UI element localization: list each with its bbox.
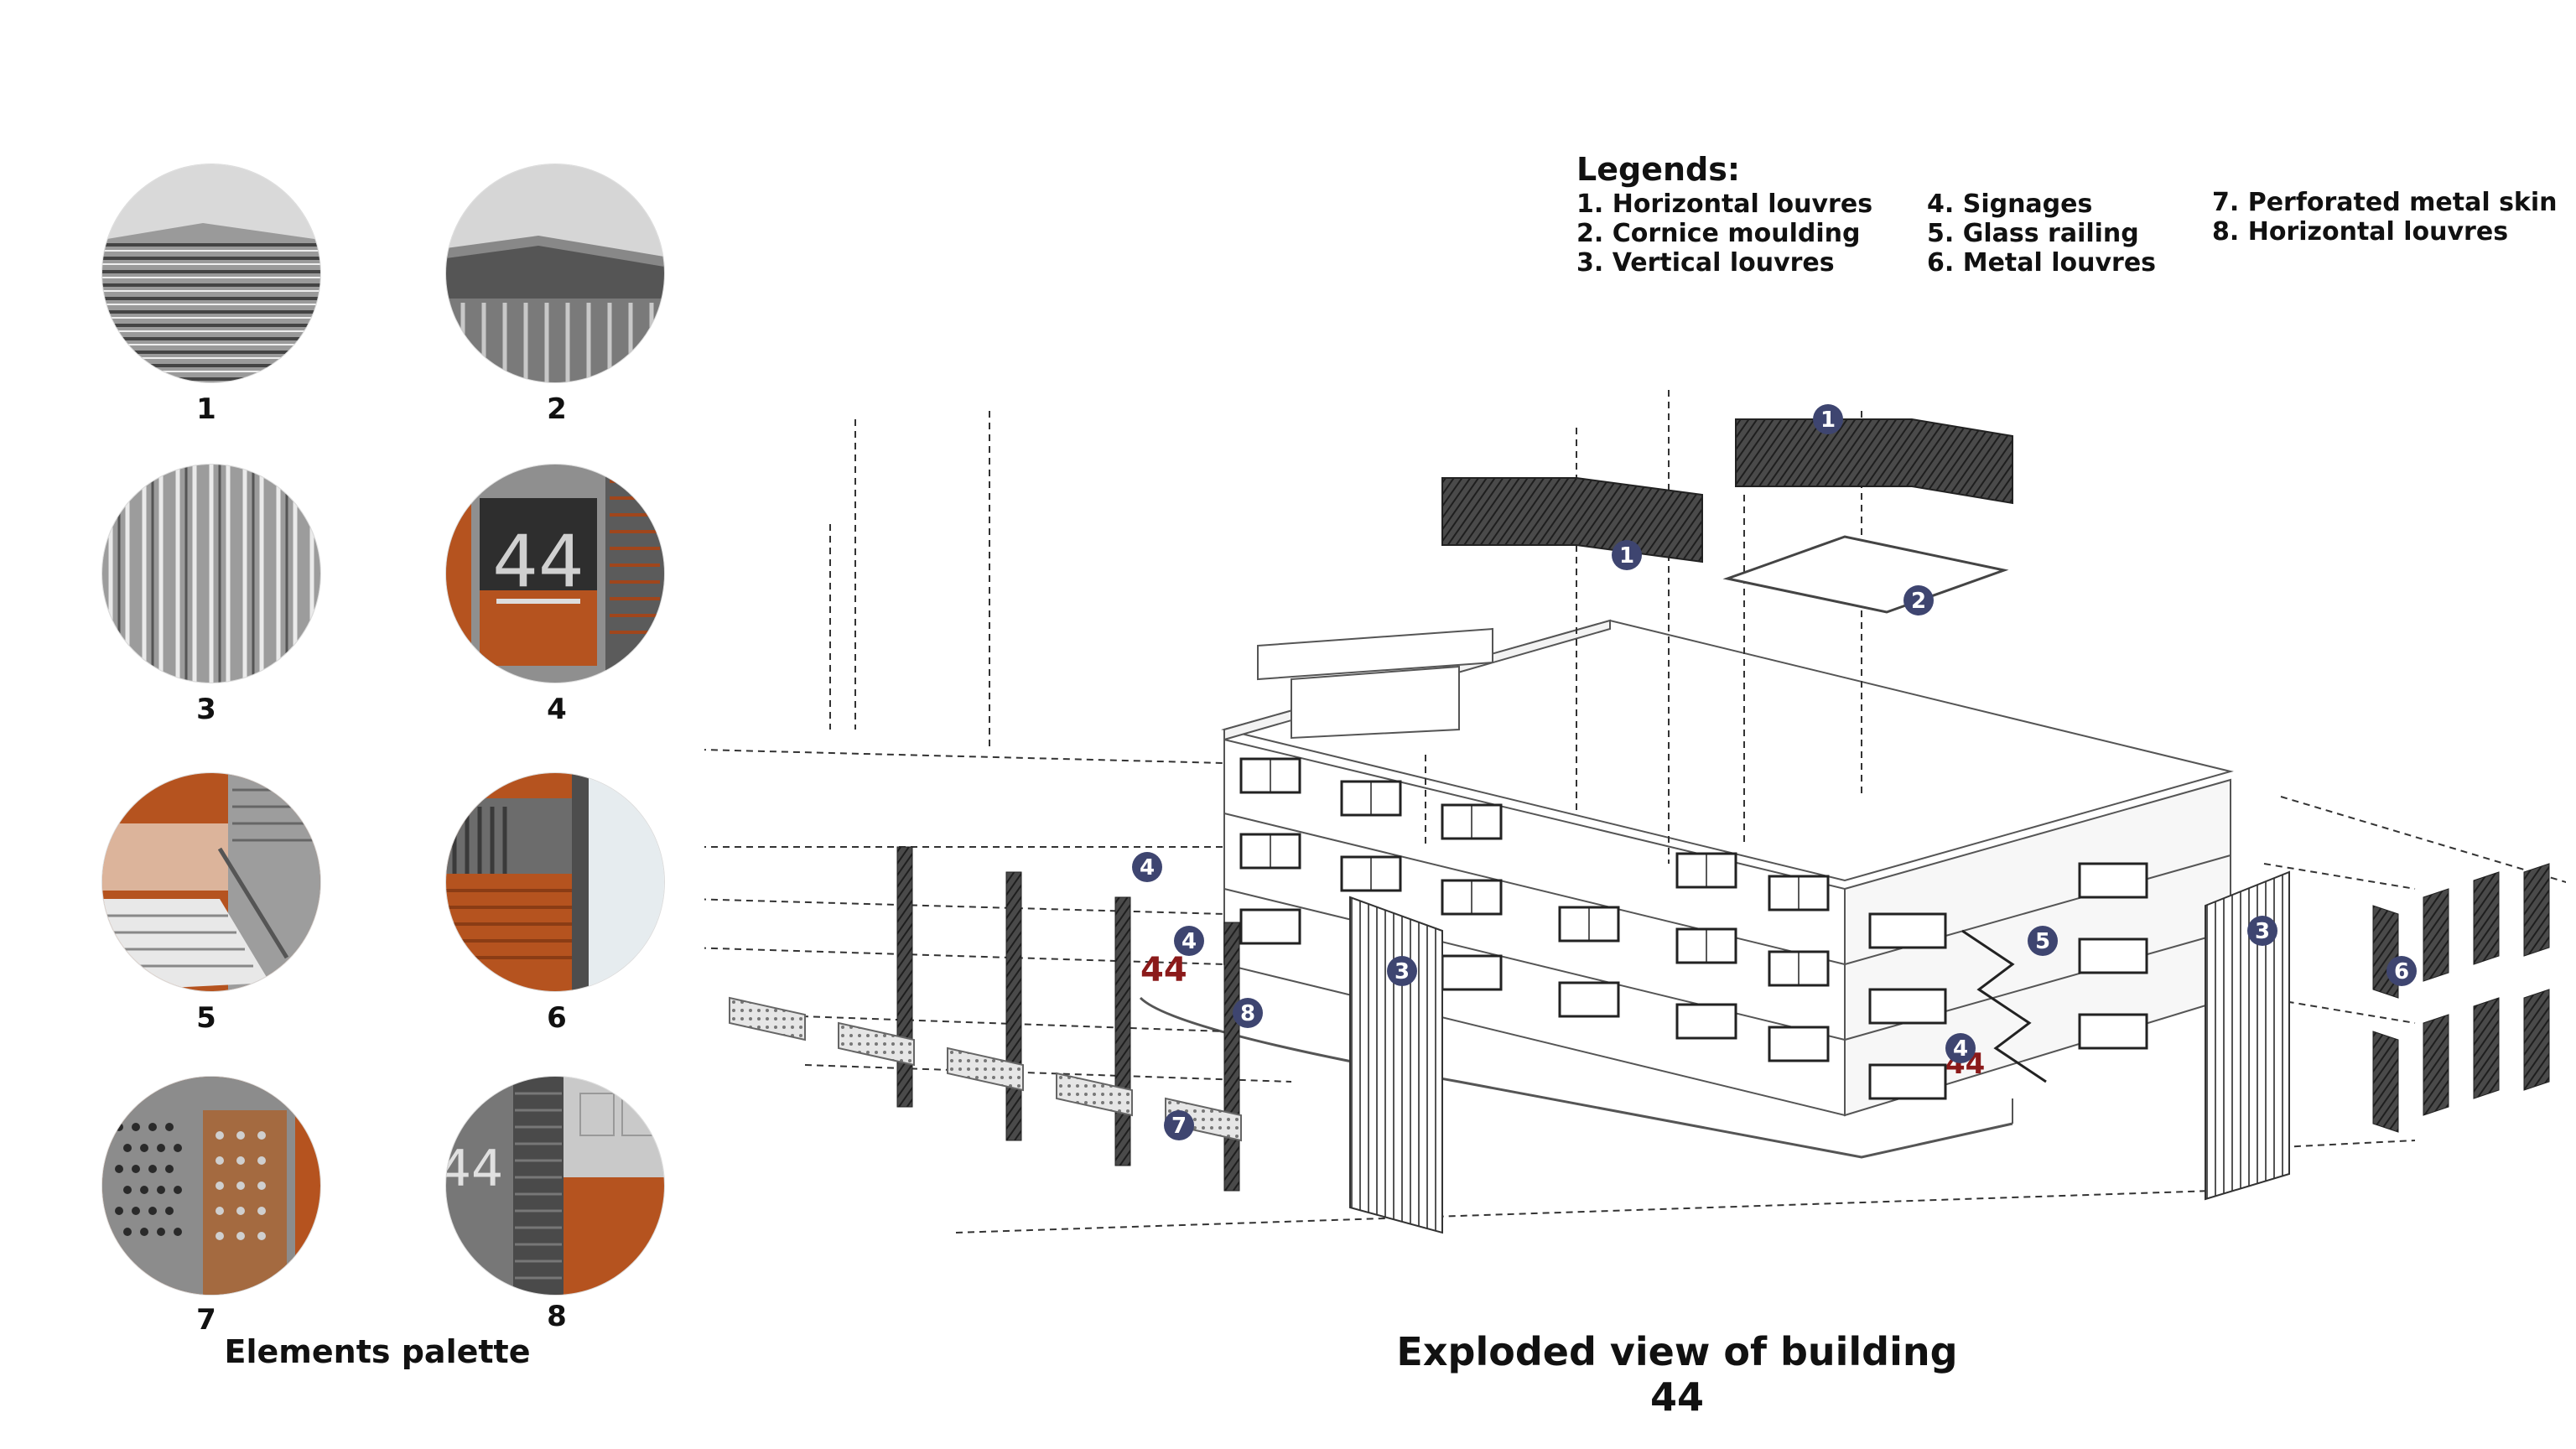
markers: 1 1 2 3 3 4 4 4 5 6 7 8 [1132, 404, 2417, 1140]
swatch-number-6: 6 [547, 1001, 567, 1035]
diagram-title: Exploded view of building 44 [1396, 1329, 1958, 1420]
exploded-building-diagram: 44 44 1 1 2 3 3 4 4 4 5 6 7 8 [704, 377, 2566, 1333]
legend-column-1: 1. Horizontal louvres 2. Cornice mouldin… [1576, 190, 1872, 278]
svg-text:3: 3 [2255, 919, 2270, 944]
building-main-block [1139, 619, 2234, 1159]
swatch-number-8: 8 [547, 1300, 567, 1333]
marker-4b: 4 [1174, 926, 1204, 956]
legend-item: 4. Signages [1927, 190, 2093, 219]
svg-text:2: 2 [1911, 589, 1926, 614]
legend-item: 6. Metal louvres [1927, 248, 2157, 278]
marker-6: 6 [2386, 956, 2417, 986]
marker-4c: 4 [1945, 1033, 1976, 1063]
svg-text:8: 8 [1240, 1001, 1255, 1026]
vertical-louvres-swatch [102, 465, 320, 683]
legend-item: 2. Cornice moulding [1576, 219, 1861, 248]
metal-louvres-panels [2372, 863, 2550, 1133]
svg-text:7: 7 [1171, 1114, 1187, 1139]
marker-7: 7 [1164, 1110, 1194, 1140]
signage-44-front: 44 [1140, 951, 1187, 989]
legend-title: Legends: [1576, 151, 1741, 188]
swatch-number-1: 1 [196, 392, 216, 426]
svg-text:6: 6 [2394, 959, 2409, 984]
vertical-louvres-panels [1349, 870, 2290, 1234]
signage-swatch: 44 [446, 465, 664, 683]
swatch-number-4: 4 [547, 693, 567, 726]
marker-2: 2 [1903, 585, 1934, 615]
swatch-sign-text: 44 [446, 1140, 503, 1198]
horizontal-louvres-swatch [102, 164, 320, 382]
legend-column-2: 4. Signages 5. Glass railing 6. Metal lo… [1927, 190, 2156, 278]
horizontal-louvres-swatch: 44 [446, 1077, 664, 1295]
swatch-number-7: 7 [196, 1303, 216, 1337]
svg-text:1: 1 [1820, 408, 1836, 433]
marker-1a: 1 [1813, 404, 1843, 434]
palette-title: Elements palette [224, 1333, 531, 1370]
svg-text:3: 3 [1394, 959, 1410, 984]
legend-column-3: 7. Perforated metal skin 8. Horizontal l… [2212, 188, 2558, 247]
marker-3a: 3 [1387, 956, 1417, 986]
marker-3b: 3 [2247, 916, 2277, 946]
metal-posts [896, 846, 1240, 1192]
glass-railing-swatch [102, 773, 320, 991]
swatch-number-3: 3 [196, 693, 216, 726]
legend-item: 5. Glass railing [1927, 219, 2139, 248]
svg-text:4: 4 [1140, 855, 1155, 880]
legend-item: 1. Horizontal louvres [1576, 190, 1873, 219]
marker-1b: 1 [1612, 540, 1642, 570]
legend-item: 8. Horizontal louvres [2212, 217, 2509, 247]
metal-louvres-swatch [446, 773, 664, 991]
perforated-skin-panels [729, 996, 1242, 1142]
projection-lines [704, 390, 2566, 1233]
elements-palette: 1 2 [0, 0, 755, 1449]
swatch-number-2: 2 [547, 392, 567, 426]
svg-text:1: 1 [1619, 543, 1634, 569]
legend-item: 3. Vertical louvres [1576, 248, 1835, 278]
svg-text:5: 5 [2035, 929, 2050, 954]
svg-text:4: 4 [1953, 1036, 1968, 1062]
marker-8: 8 [1233, 998, 1263, 1028]
svg-text:4: 4 [1182, 929, 1197, 954]
legend-item: 7. Perforated metal skin [2212, 188, 2558, 217]
swatch-number-5: 5 [196, 1001, 216, 1035]
marker-4a: 4 [1132, 852, 1162, 882]
marker-5: 5 [2028, 926, 2058, 956]
cornice-moulding-slab [1722, 535, 2009, 614]
swatch-sign-text: 44 [492, 520, 584, 604]
horizontal-louvres-block [1441, 418, 2013, 564]
perforated-metal-skin-swatch [102, 1077, 320, 1295]
cornice-moulding-swatch [446, 164, 664, 382]
